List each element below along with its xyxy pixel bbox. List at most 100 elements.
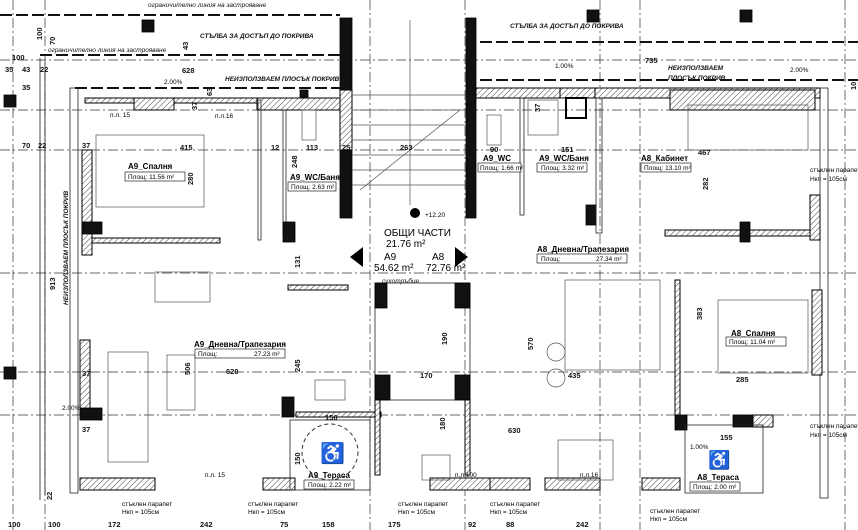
parapet-height: Нкп = 105см [810,432,848,439]
room-area-label: Площ: [198,351,218,358]
room-name: A9_WC [483,154,511,163]
parapet-height: Нкп = 105см [398,509,436,516]
svg-text:630: 630 [508,426,521,435]
svg-text:242: 242 [200,520,213,529]
svg-text:63: 63 [205,88,214,96]
svg-text:90: 90 [490,145,498,154]
dry-riser-note: сухотръбие [382,277,419,285]
room-area: Площ: 2.00 m² [693,484,737,491]
level-marker-icon [410,208,420,218]
slope: 1.00% [555,63,574,70]
building-line-note: ограничително линия на застрояване [48,47,167,54]
svg-text:22: 22 [45,492,54,500]
bed-a9 [95,134,205,208]
room-name: A9_Дневна/Трапезария [194,340,286,349]
svg-text:245: 245 [293,359,302,372]
parapet-note: стъклен парапет [398,501,448,508]
parapet-note: стъклен парапет [810,167,858,174]
room-area: Площ: 2.63 m² [291,184,335,191]
dimensions: 100 70 35 43 22 628 63 37 415 280 12 113… [5,27,858,529]
svg-text:570: 570 [526,337,535,350]
svg-text:172: 172 [108,520,121,529]
svg-text:43: 43 [181,42,190,50]
room-area-label: Площ: [541,256,561,263]
svg-text:37: 37 [82,425,90,434]
parapet-note: стъклен парапет [490,501,540,508]
room-area: Площ: 11.56 m² [128,174,175,181]
svg-text:♿: ♿ [708,449,730,470]
svg-text:285: 285 [736,375,749,384]
parapet-height: Нкп = 105см [122,509,160,516]
staircase [352,20,466,218]
svg-text:280: 280 [186,172,195,185]
sofa-a9 [107,351,149,463]
svg-text:263: 263 [400,143,413,152]
sofa-a8 [564,279,661,371]
svg-text:158: 158 [322,520,335,529]
parapet-height: Нкп = 105см [248,509,286,516]
room-area: Площ: 11.04 m² [729,339,776,346]
svg-text:435: 435 [568,371,581,380]
room-name: A8_Тераса [697,473,739,482]
room-name: A9_WC/Баня [290,173,340,182]
room-name: A9_Тераса [308,471,350,480]
svg-text:25: 25 [342,143,350,152]
svg-text:100: 100 [48,520,61,529]
svg-text:12: 12 [271,143,279,152]
svg-text:175: 175 [388,520,401,529]
svg-text:190: 190 [440,332,449,345]
svg-text:113: 113 [306,143,318,152]
unused-roof-note: ПЛОСЪК ПОКРИВ [668,75,726,82]
stove-a9 [314,379,346,401]
svg-text:620: 620 [226,367,239,376]
svg-text:383: 383 [695,307,704,320]
svg-text:155: 155 [720,433,733,442]
svg-text:♿: ♿ [320,441,345,465]
svg-text:22: 22 [38,141,46,150]
svg-text:151: 151 [561,145,574,154]
svg-text:282: 282 [701,177,710,190]
svg-text:37: 37 [533,104,542,112]
room-area: 27.34 m² [596,256,622,263]
parapet-note: стъклен парапет [650,508,700,515]
parapet-height: Нкп = 105см [810,176,848,183]
svg-text:242: 242 [576,520,589,529]
furniture [95,97,809,481]
svg-text:628: 628 [182,66,195,75]
dining-table-a9 [154,271,211,303]
unused-roof-note: НЕИЗПОЛЗВАЕМ ПЛОСЪК ПОКРИВ [63,190,70,305]
parapet-height: Нкп = 105см [490,509,528,516]
unused-roof-note: НЕИЗПОЛЗВАЕМ [668,65,724,72]
svg-text:70: 70 [22,141,30,150]
apartment-a8-area: 72.76 m² [426,263,466,274]
bed-a8 [717,299,809,374]
desk-a8 [687,104,809,151]
unused-roof-note: НЕИЗПОЛЗВАЕМ ПЛОСЪК ПОКРИВ [225,76,340,83]
svg-text:180: 180 [438,417,447,430]
toilet-a8 [486,114,502,146]
parapet-note: стъклен парапет [810,423,858,430]
room-name: A8_Спалня [731,329,776,338]
svg-text:156: 156 [325,413,338,422]
svg-text:100: 100 [12,53,25,62]
slope: 2.00% [790,67,809,74]
toilet-a9 [301,109,317,141]
window-note: п.л.16 [215,113,234,120]
apartment-a9-label: A9 [384,252,397,263]
svg-text:150: 150 [293,452,302,465]
svg-text:415: 415 [180,143,193,152]
window-a8 [565,97,587,119]
svg-text:35: 35 [5,65,13,74]
svg-text:170: 170 [420,371,433,380]
arrow-left-icon [350,247,363,267]
room-name: A8_Дневна/Трапезария [537,245,629,254]
apartment-a9-area: 54.62 m² [374,263,414,274]
stove-a8 [421,454,451,481]
svg-text:22: 22 [40,65,48,74]
svg-text:37: 37 [82,141,90,150]
svg-text:735: 735 [645,56,658,65]
arrow-right-icon [455,247,468,267]
svg-text:10: 10 [849,82,858,90]
walls [79,17,823,494]
